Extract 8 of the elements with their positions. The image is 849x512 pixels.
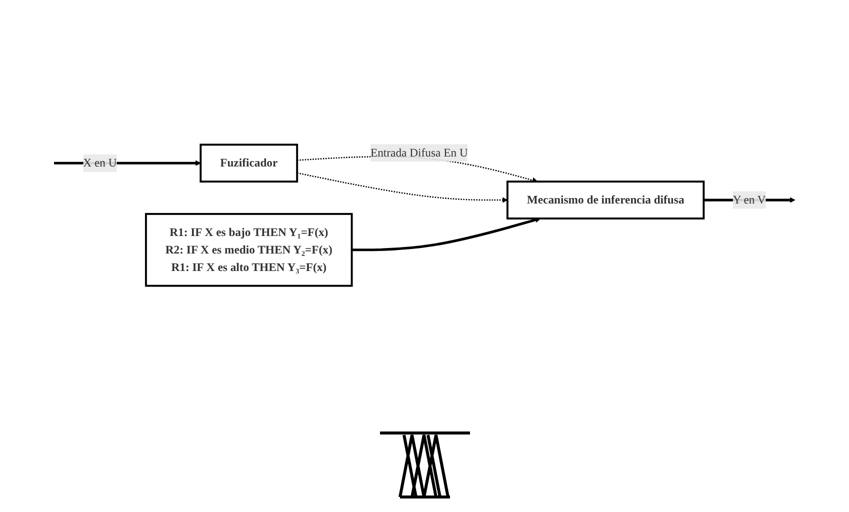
node-box: Fuzificador	[200, 144, 298, 183]
arrow	[296, 172, 508, 203]
arrow	[352, 217, 541, 252]
node-box: R1: IF X es bajo THEN Y₁=F(x) R2: IF X es medio THEN Y₂=F(x) R1: IF X es alto THEN Y₃=F(x)	[144, 212, 353, 287]
edge-label: Entrada Difusa En U	[370, 146, 468, 160]
edge-label: X en U	[83, 156, 117, 170]
node-box: Mecanismo de inferencia difusa	[506, 180, 705, 220]
edge-label: Y en V	[732, 193, 766, 206]
